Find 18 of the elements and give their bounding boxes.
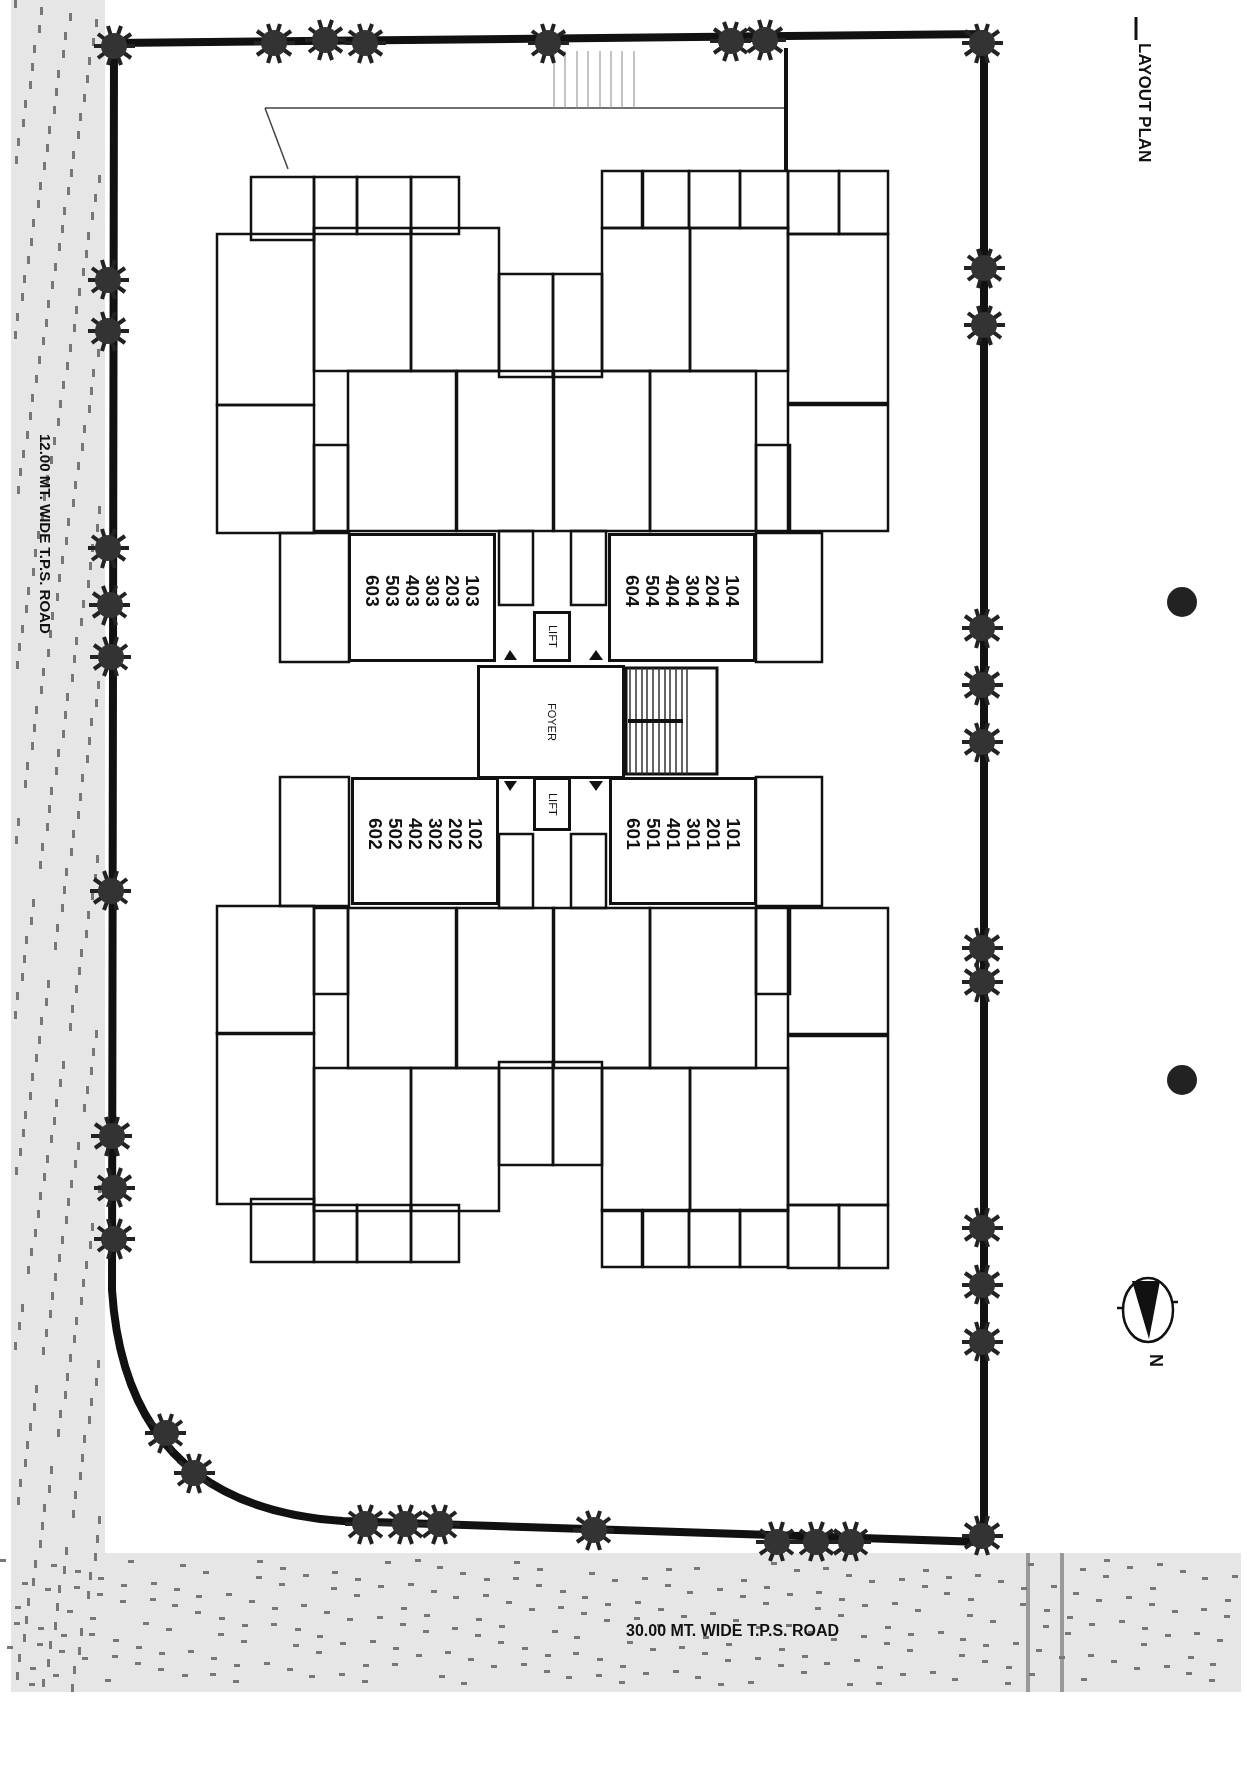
- flat-unit-block: [608, 533, 756, 662]
- plan-title: LAYOUT PLAN: [1134, 43, 1154, 163]
- room-label: FOYER: [545, 703, 557, 741]
- road-label: 30.00 MT. WIDE T.P.S. ROAD: [626, 1622, 840, 1640]
- unit-numbers: 104 204 304 404 504 604: [622, 574, 742, 609]
- room-label: LIFT: [546, 792, 558, 816]
- lift-shaft: [533, 611, 571, 662]
- unit-numbers: 101 201 301 401 501 601: [623, 818, 743, 852]
- lift-shaft: [533, 777, 571, 831]
- foyer-room: [477, 665, 625, 779]
- flat-unit-block: [351, 777, 499, 905]
- unit-numbers: 102 202 302 402 502 602: [365, 818, 485, 852]
- north-label: N: [1145, 1354, 1166, 1367]
- room-label: LIFT: [546, 625, 558, 648]
- flat-unit-block: [609, 777, 757, 905]
- road-label: 12.00 MT. WIDE T.P.S. ROAD: [37, 434, 54, 634]
- flat-unit-block: [348, 533, 496, 662]
- unit-numbers: 103 203 303 403 503 603: [362, 574, 482, 609]
